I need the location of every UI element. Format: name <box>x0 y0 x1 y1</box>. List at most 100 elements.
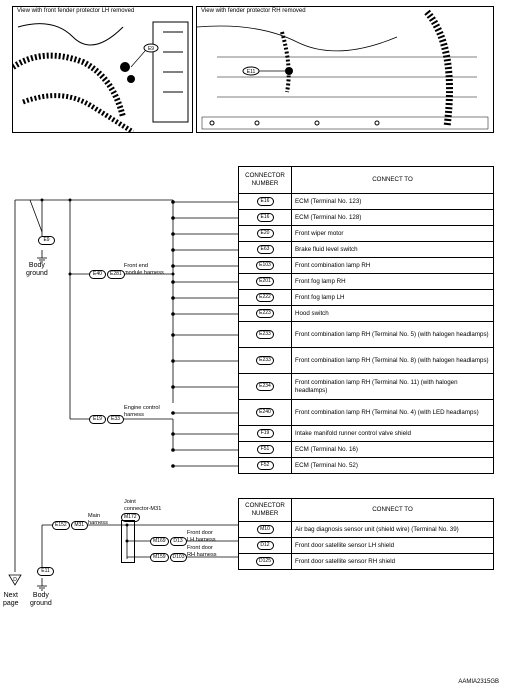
splice-dot <box>171 232 175 236</box>
connector-cell: F52 <box>238 457 292 474</box>
connector-cell: E16 <box>238 193 292 210</box>
connector-pill: E103 <box>256 261 274 270</box>
connect-to-cell: ECM (Terminal No. 123) <box>291 193 494 210</box>
splice-dot <box>171 248 175 252</box>
connector-pill: D103 <box>169 553 188 562</box>
connect-to-cell: Front combination lamp RH (Terminal No. … <box>291 321 494 348</box>
connector-pill: M31 <box>70 521 88 530</box>
connector-pill: M10 <box>256 525 274 534</box>
photo-lh-label: View with front fender protector LH remo… <box>15 8 137 14</box>
connector-cell: E103 <box>238 257 292 274</box>
connector-pill: F51 <box>256 445 274 454</box>
table1-header-connector: CONNECTOR NUMBER <box>238 166 292 194</box>
connector-pill: E63 <box>256 245 274 254</box>
splice-dot <box>171 264 175 268</box>
figure-id: AAMIA2315GB <box>458 679 499 685</box>
table1-row: E63 Brake fluid level switch <box>238 241 494 258</box>
connect-to-cell: ECM (Terminal No. 16) <box>291 441 494 458</box>
photo-lh-fender: E9 View with front fender protector LH r… <box>12 6 193 133</box>
front-door-rh-harness-label: Front door RH harness <box>187 545 217 558</box>
connector-pill: E33 <box>107 415 124 424</box>
connector-cell: E233 <box>238 321 292 348</box>
connector-pill: D12 <box>256 541 274 550</box>
photo2-callout: E11 <box>247 69 256 75</box>
connector-cell: E63 <box>238 241 292 258</box>
splice-dot <box>171 464 175 468</box>
table2-row: M10 Air bag diagnosis sensor unit (shield… <box>238 521 494 538</box>
engine-bay-rh-illustration: E11 <box>197 7 493 132</box>
next-page-triangle: D <box>8 574 22 586</box>
engine-control-harness-connectors: E19 E33 <box>89 415 124 424</box>
splice-dot <box>171 333 175 337</box>
joint-connector: M172 <box>121 513 140 522</box>
table1-header-connect-to: CONNECT TO <box>291 166 494 194</box>
connect-to-cell: Front wiper motor <box>291 225 494 242</box>
front-door-lh-connectors: M169 D13 <box>150 537 187 546</box>
connector-cell: M10 <box>238 521 292 538</box>
connector-pill: E240 <box>256 408 274 417</box>
ground-symbol <box>37 250 47 591</box>
connector-pill: E152 <box>52 521 70 530</box>
connector-pill: E16 <box>256 213 274 222</box>
splice-dot <box>171 296 175 300</box>
connector-pill: E11 <box>37 567 54 576</box>
splice-dot <box>171 216 175 220</box>
front-door-rh-connectors: M159 D103 <box>150 553 188 562</box>
next-page-label: Next page <box>3 592 19 607</box>
ground-connector-e9: E9 <box>38 236 55 245</box>
connector-pill: E9 <box>38 236 55 245</box>
joint-connector-box <box>121 520 135 563</box>
connect-to-cell: ECM (Terminal No. 128) <box>291 209 494 226</box>
connect-to-cell: Brake fluid level switch <box>291 241 494 258</box>
photo-rh-label: View with fender protector RH removed <box>199 8 308 14</box>
splice-dot <box>171 385 175 389</box>
connector-cell: F19 <box>238 425 292 442</box>
table1-row: E222 Front fog lamp LH <box>238 289 494 306</box>
front-door-lh-harness-label: Front door LH harness <box>187 530 216 543</box>
connector-cell: D125 <box>238 553 292 570</box>
splice-dot <box>171 448 175 452</box>
connector-pill: M172 <box>121 513 140 522</box>
connector-pill: E16 <box>256 197 274 206</box>
engine-control-harness-label: Engine control harness <box>124 405 160 418</box>
connector-cell: E234 <box>238 373 292 400</box>
connect-to-cell: ECM (Terminal No. 52) <box>291 457 494 474</box>
connect-to-cell: Front fog lamp LH <box>291 289 494 306</box>
connect-to-cell: Air bag diagnosis sensor unit (shield wi… <box>291 521 494 538</box>
connector-cell: E16 <box>238 209 292 226</box>
connect-to-cell: Front combination lamp RH (Terminal No. … <box>291 399 494 426</box>
joint-connector-label: Joint connector-M31 <box>124 499 162 512</box>
connector-pill: E234 <box>256 382 274 391</box>
splice-dot <box>171 411 175 415</box>
table2-header-connector: CONNECTOR NUMBER <box>238 498 292 522</box>
main-harness-connectors: E152 M31 <box>52 521 88 530</box>
connector-pill: E223 <box>256 309 274 318</box>
connect-to-cell: Intake manifold runner control valve shi… <box>291 425 494 442</box>
connector-cell: E233 <box>238 347 292 374</box>
table1-row: E240 Front combination lamp RH (Terminal … <box>238 399 494 426</box>
connect-to-cell: Front door satellite sensor RH shield <box>291 553 494 570</box>
table1-row: F51 ECM (Terminal No. 16) <box>238 441 494 458</box>
connector-cell: E222 <box>238 289 292 306</box>
front-end-module-harness-label: Front end module harness <box>124 263 164 276</box>
connector-pill: E281 <box>107 270 125 279</box>
splice-dot <box>171 312 175 316</box>
table1-row: E16 ECM (Terminal No. 128) <box>238 209 494 226</box>
connector-pill: E222 <box>256 293 274 302</box>
connector-pill: E233 <box>256 356 274 365</box>
ground-connector-e11: E11 <box>37 567 54 576</box>
body-ground-label-2: Body ground <box>30 592 52 607</box>
splice-dot <box>171 432 175 436</box>
